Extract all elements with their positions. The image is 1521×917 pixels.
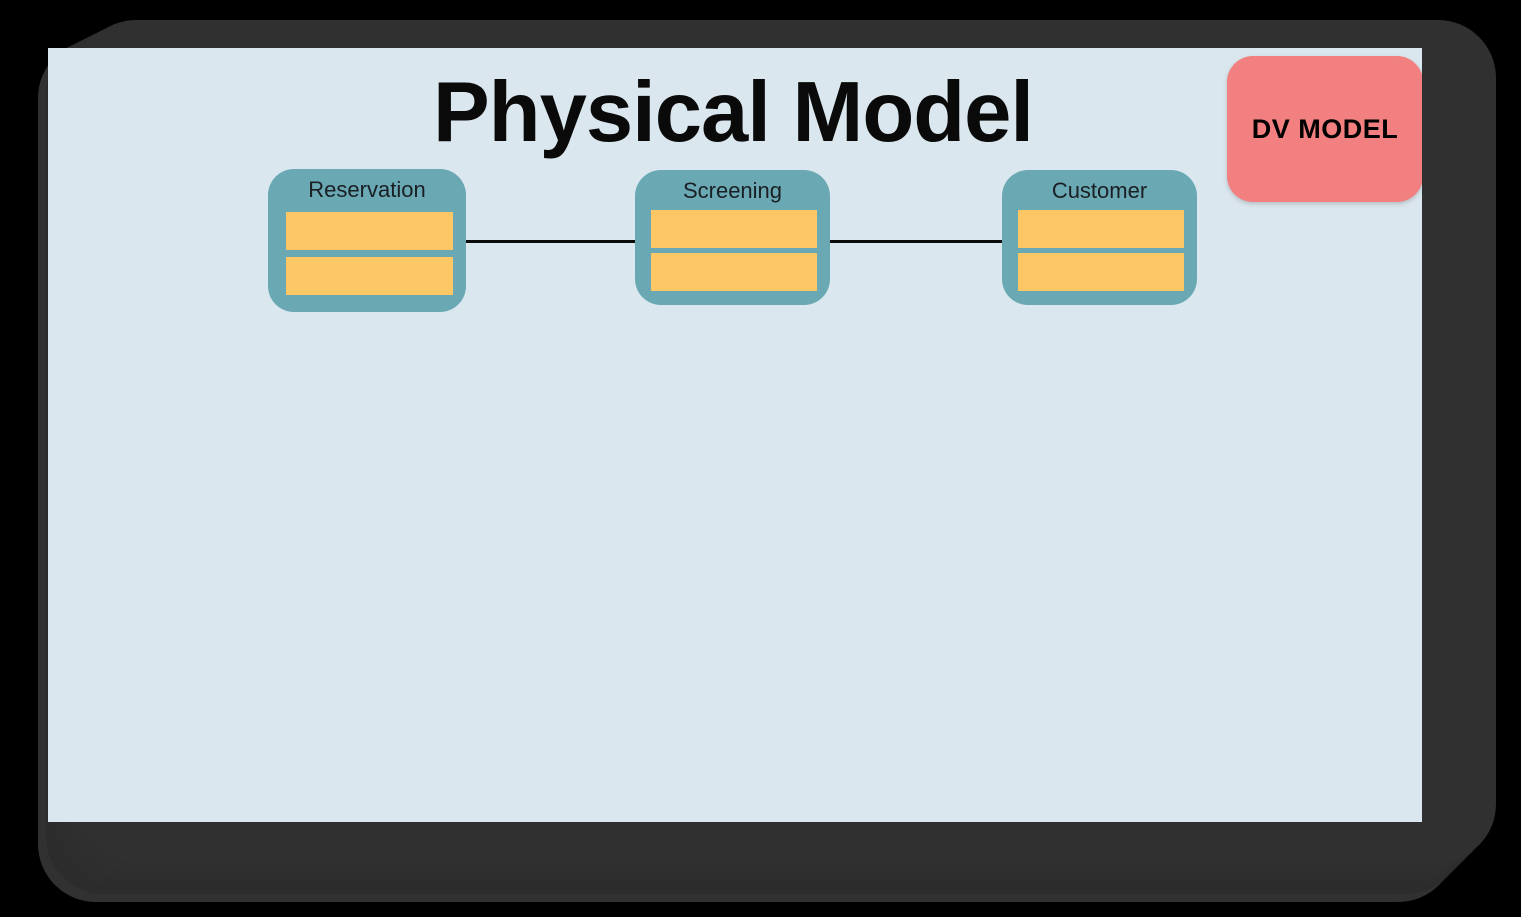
entity-box-screening[interactable]: Screening [635, 170, 830, 305]
connector-screening-customer[interactable] [829, 240, 1003, 243]
entity-title-reservation: Reservation [308, 177, 426, 202]
attribute-row[interactable] [1018, 210, 1184, 248]
connector-reservation-screening[interactable] [465, 240, 637, 243]
page-title: Physical Model [432, 65, 1034, 160]
dv-model-badge[interactable]: DV MODEL [1227, 56, 1422, 202]
attribute-row[interactable] [286, 257, 453, 295]
attribute-row[interactable] [1018, 253, 1184, 291]
entity-title-screening: Screening [682, 178, 783, 203]
attribute-row[interactable] [651, 210, 817, 248]
whiteboard-canvas[interactable]: Physical Model DV MODEL Reservation Scre… [48, 48, 1422, 822]
attribute-row[interactable] [286, 212, 453, 250]
dv-model-badge-label: DV MODEL [1251, 113, 1399, 144]
entity-box-reservation[interactable]: Reservation [268, 169, 466, 312]
attribute-row[interactable] [651, 253, 817, 291]
entity-title-customer: Customer [1051, 178, 1148, 203]
entity-box-customer[interactable]: Customer [1002, 170, 1197, 305]
